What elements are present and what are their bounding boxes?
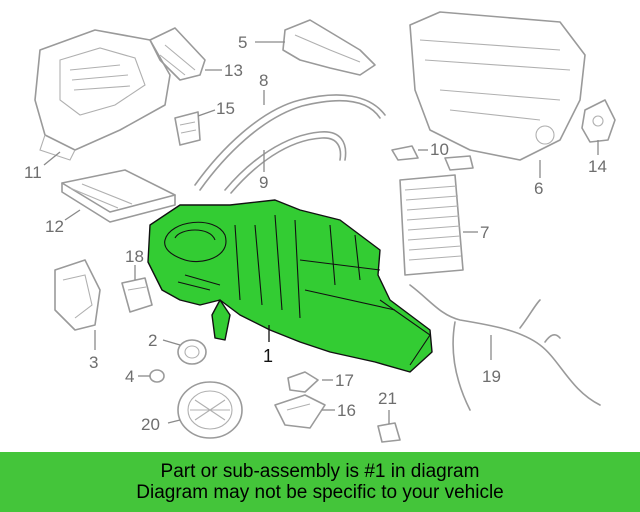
- part-7-heater-core: [399, 174, 464, 276]
- part-13-bracket: [149, 27, 206, 81]
- callout-20: 20: [141, 415, 160, 434]
- part-12-filter: [61, 169, 176, 223]
- leader-lines: [43, 41, 599, 424]
- part-15-clip: [174, 111, 201, 146]
- parts-diagram: 5 13 15 8 9 10 6 14 7 11 12 18 3 2 4 20 …: [24, 11, 616, 443]
- callout-17: 17: [335, 371, 354, 390]
- info-banner: Part or sub-assembly is #1 in diagram Di…: [0, 452, 640, 512]
- callout-19: 19: [482, 367, 501, 386]
- callout-4: 4: [125, 367, 134, 386]
- callout-11: 11: [24, 163, 42, 182]
- part-3-duct: [54, 259, 101, 331]
- callout-10: 10: [430, 140, 449, 159]
- callout-15: 15: [216, 99, 235, 118]
- part-17-mount: [287, 371, 319, 393]
- callout-12: 12: [45, 217, 64, 236]
- part-18-bracket: [121, 277, 153, 313]
- callout-5: 5: [238, 33, 247, 52]
- callout-1: 1: [263, 346, 273, 366]
- callout-3: 3: [89, 353, 98, 372]
- part-5-duct: [282, 19, 376, 76]
- banner-line-1: Part or sub-assembly is #1 in diagram: [160, 461, 480, 482]
- part-6-module: [409, 11, 586, 161]
- callout-16: 16: [337, 401, 356, 420]
- callout-6: 6: [534, 179, 543, 198]
- callout-2: 2: [148, 331, 157, 350]
- callout-labels: 5 13 15 8 9 10 6 14 7 11 12 18 3 2 4 20 …: [24, 33, 607, 434]
- part-2-motor-cap: [177, 339, 207, 365]
- part-11-hvac-case: [34, 29, 171, 161]
- part-14-actuator: [581, 99, 616, 143]
- part-10-clips: [391, 145, 474, 171]
- banner-line-2: Diagram may not be specific to your vehi…: [136, 482, 504, 503]
- callout-18: 18: [125, 247, 144, 266]
- part-9-cable: [224, 131, 347, 194]
- part-4-grommet: [149, 369, 165, 383]
- part-21-sensor: [377, 410, 401, 443]
- callout-14: 14: [588, 157, 607, 176]
- part-8-cable: [194, 94, 386, 191]
- callout-7: 7: [480, 223, 489, 242]
- part-19-wiring-harness: [409, 284, 601, 411]
- part-16-module: [274, 394, 326, 429]
- part-1-hvac-assembly: [147, 199, 433, 373]
- callout-21: 21: [378, 389, 397, 408]
- callout-8: 8: [259, 71, 268, 90]
- callout-13: 13: [224, 61, 243, 80]
- part-20-blower: [177, 381, 243, 439]
- callout-9: 9: [259, 173, 268, 192]
